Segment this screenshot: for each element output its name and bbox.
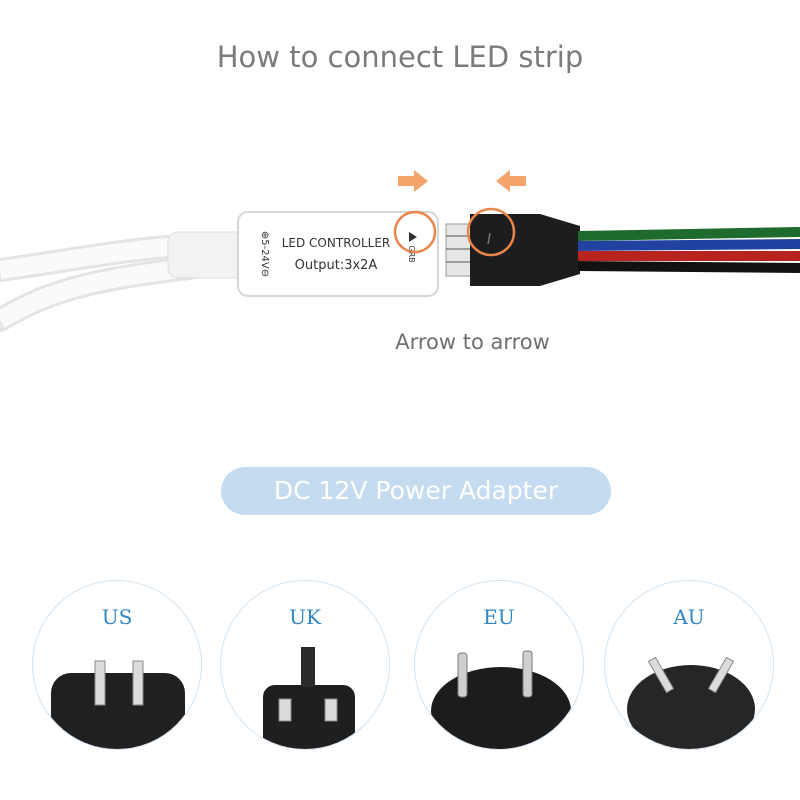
plug-label-au: AU bbox=[673, 605, 705, 629]
au-plug-icon bbox=[627, 656, 755, 749]
white-cable-bottom-fill bbox=[0, 259, 191, 328]
controller-body bbox=[237, 211, 439, 297]
plug-eu: EU bbox=[414, 580, 584, 750]
controller-name: LED CONTROLLER bbox=[282, 236, 391, 250]
wire-blue bbox=[577, 239, 800, 251]
wire-green bbox=[577, 227, 800, 241]
us-plug-icon bbox=[51, 660, 185, 749]
controller-side-marks: GRB bbox=[407, 245, 416, 262]
controller-output: Output:3x2A bbox=[295, 258, 378, 273]
highlight-ring-controller bbox=[393, 210, 437, 254]
plug-au: AU bbox=[604, 580, 774, 750]
connection-caption: Arrow to arrow bbox=[395, 330, 550, 354]
adapter-title: DC 12V Power Adapter bbox=[221, 467, 611, 515]
controller-arrow-mark bbox=[409, 232, 417, 242]
white-cable-top-fill bbox=[0, 237, 181, 279]
arrow-right-icon bbox=[398, 170, 428, 192]
highlight-ring-connector bbox=[466, 207, 516, 257]
led-connection-diagram: ⊕5-24V⊖ LED CONTROLLER Output:3x2A GRB bbox=[0, 170, 800, 332]
arrow-left-icon bbox=[496, 170, 526, 192]
eu-plug-icon bbox=[431, 650, 571, 749]
plug-label-eu: EU bbox=[483, 605, 515, 629]
black-connector bbox=[470, 214, 580, 286]
plug-us: US bbox=[32, 580, 202, 750]
uk-plug-icon bbox=[263, 647, 355, 749]
connector-pins bbox=[445, 223, 475, 277]
plug-uk: UK bbox=[220, 580, 390, 750]
wire-black bbox=[577, 261, 800, 273]
page-title: How to connect LED strip bbox=[216, 40, 584, 74]
plug-label-us: US bbox=[101, 605, 133, 629]
plug-label-uk: UK bbox=[289, 605, 321, 629]
controller-voltage: ⊕5-24V⊖ bbox=[259, 231, 270, 277]
